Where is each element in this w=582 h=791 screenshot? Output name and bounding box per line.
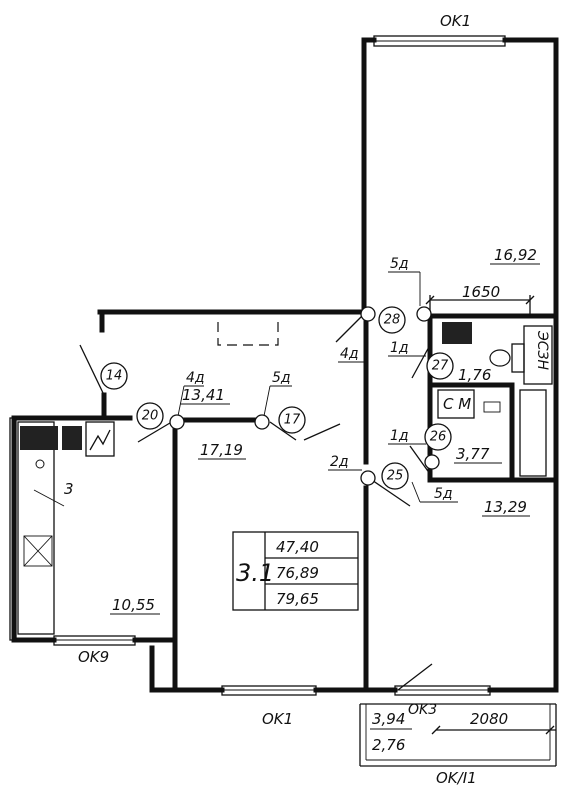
area-balcony-2: 2,76 [372, 736, 405, 754]
walls [11, 37, 559, 693]
stove-icon [20, 426, 58, 450]
dimension-top: 1650 [462, 283, 500, 301]
summary-table: 3.1 47,40 76,89 79,65 [232, 531, 359, 611]
door-2d: 2д [330, 454, 349, 470]
marker-14 [100, 362, 128, 390]
door-4d-left: 4д [186, 370, 205, 386]
door-5d-mid: 5д [272, 370, 291, 386]
area-hall: 13,41 [182, 386, 225, 404]
living-area-value: 47,40 [276, 538, 319, 556]
door-1d-top: 1д [390, 340, 409, 356]
area-wc: 3,77 [456, 445, 490, 463]
marker-25-label: 25 [387, 469, 404, 484]
marker-17 [278, 406, 306, 434]
washer-label: С М [443, 395, 471, 413]
shaft-label: ЭСЗН [534, 330, 550, 371]
marker-26 [424, 423, 452, 451]
marker-20-label: 20 [142, 409, 159, 424]
door-5d-bottom: 5д [434, 486, 453, 502]
kitchen-label-3: 3 [64, 480, 74, 498]
window-ok9: OK9 [78, 648, 109, 666]
area-kitchen: 10,55 [112, 596, 155, 614]
marker-27-label: 27 [432, 359, 449, 374]
marker-28 [378, 306, 406, 334]
area-living: 17,19 [200, 441, 243, 459]
windows [9, 35, 506, 696]
marker-28-label: 28 [384, 313, 401, 328]
door-4d-top: 4д [340, 346, 359, 362]
bath-fixtures [437, 322, 553, 477]
dimension-lines [425, 295, 556, 735]
washbasin-icon [442, 322, 472, 344]
area-bath: 1,76 [458, 366, 491, 384]
window-labels: OK1 OK1 OK9 OK3 OK/I1 [78, 12, 477, 787]
marker-25 [381, 462, 409, 490]
window-okl1: OK/I1 [436, 769, 477, 787]
apt-label: 3.1 [236, 559, 274, 587]
door-hinges [169, 306, 440, 486]
area-balcony-1: 3,94 [372, 710, 405, 728]
toilet-icon [489, 349, 511, 367]
markers: 14 17 20 25 26 27 28 [100, 306, 454, 490]
marker-27 [426, 352, 454, 380]
door-5d-top: 5д [390, 256, 409, 272]
window-ok1-top: OK1 [440, 12, 471, 30]
sink-icon [62, 426, 82, 450]
door-1d-mid: 1д [390, 428, 409, 444]
window-ok1-bottom: OK1 [262, 710, 293, 728]
area-room-right: 13,29 [484, 498, 527, 516]
door-swings [79, 313, 433, 691]
kitchen-fixtures [17, 421, 115, 635]
marker-14-label: 14 [106, 369, 123, 384]
window-ok3: OK3 [408, 702, 437, 718]
door-labels: 5д 4д 1д 4д 5д 2д 1д 5д [177, 256, 458, 503]
balcony [359, 703, 557, 767]
total-area-value: 76,89 [276, 564, 319, 582]
dashed-outline [217, 322, 279, 346]
area-labels: 16,92 13,41 17,19 10,55 1,76 3,77 13,29 … [110, 246, 540, 754]
total-with-balcony-value: 79,65 [276, 590, 319, 608]
dimension-bottom: 2080 [470, 710, 508, 728]
marker-17-label: 17 [284, 413, 301, 428]
marker-26-label: 26 [430, 430, 447, 445]
area-room-top: 16,92 [494, 246, 537, 264]
marker-20 [136, 402, 164, 430]
